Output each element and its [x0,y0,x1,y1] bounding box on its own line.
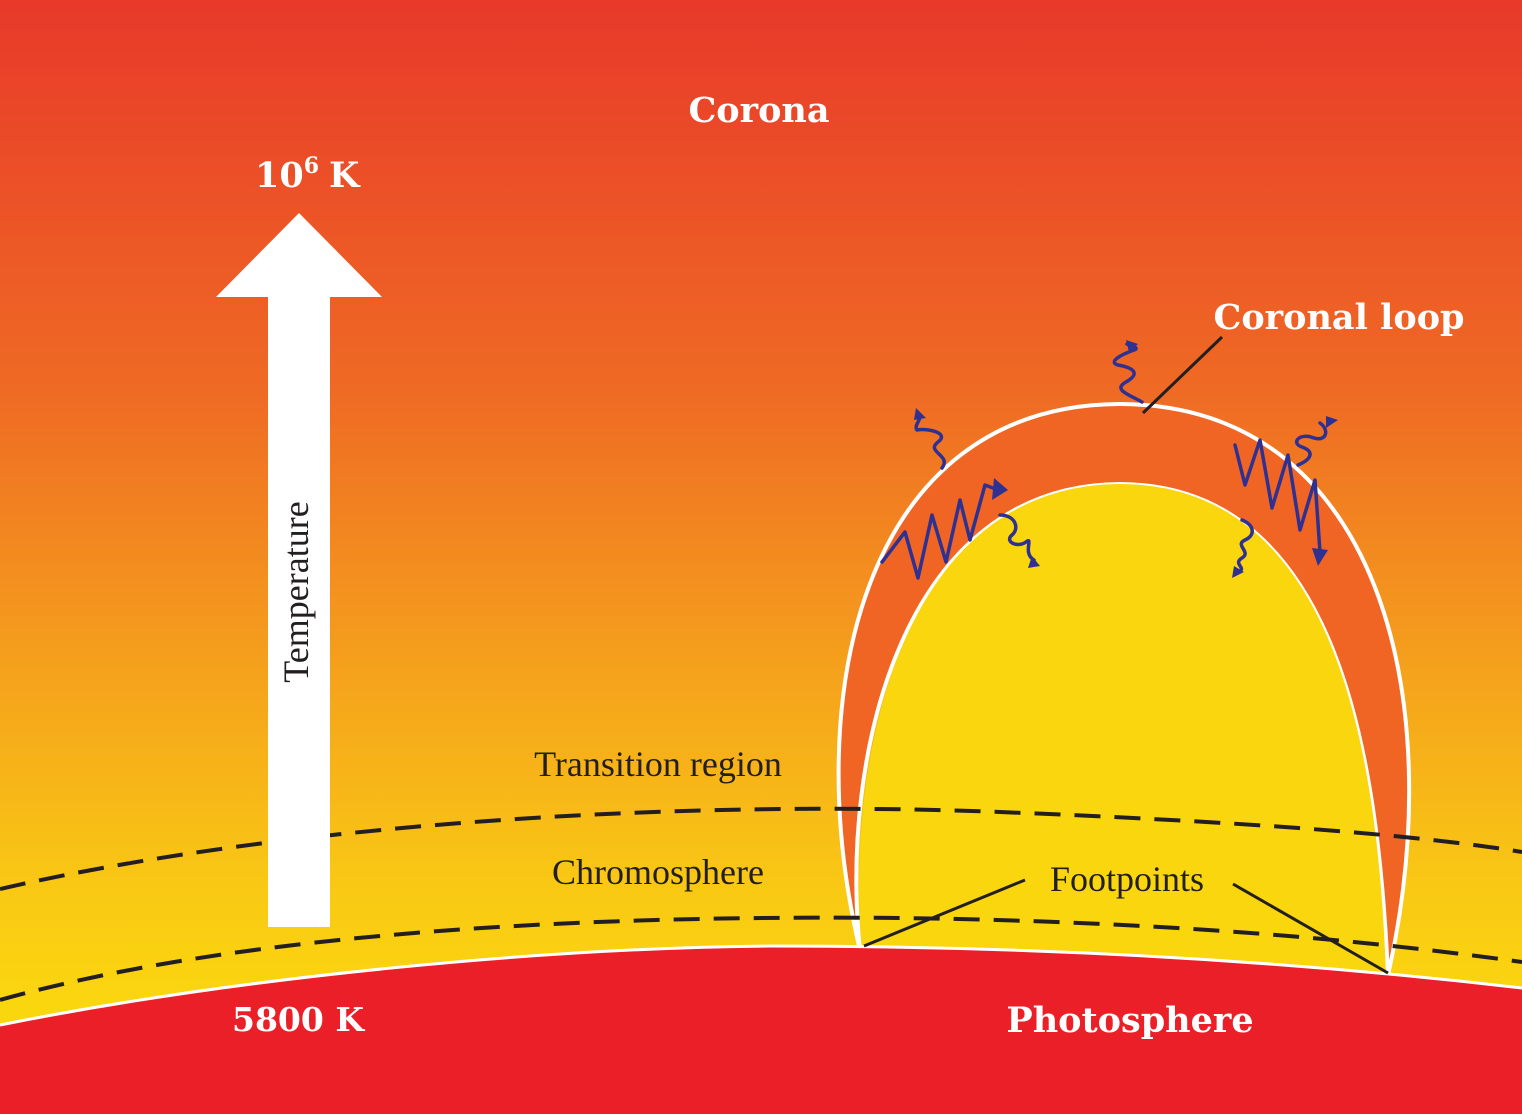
footpoint-leader-right [1232,882,1389,975]
top-temp-exponent: 6 [304,153,319,179]
photosphere-edge [0,944,1522,1027]
corona-label: Corona [688,90,829,131]
wave-arrow [1112,340,1144,404]
footpoint-leader-left [863,878,1026,948]
photosphere-label: Photosphere [1006,1000,1253,1041]
wave-arrow [1232,518,1254,578]
footpoints-label: Footpoints [1050,859,1204,899]
photosphere-surface [0,946,1522,1114]
top-temp-base: 10 [255,155,304,196]
coronal-loop-label: Coronal loop [1213,297,1464,338]
wave-arrow [914,408,946,470]
coronal-loop-leader [1141,335,1224,415]
coronal-loop-interior [859,484,1386,975]
temperature-arrow [216,213,382,927]
wave-arrow [1233,438,1328,566]
chromosphere-boundary [0,915,1522,1002]
wave-arrow [1295,416,1338,467]
wave-arrow [880,478,1008,580]
transition-region-label: Transition region [534,744,782,784]
bottom-temperature-label: 5800 K [232,1000,365,1039]
wave-arrow [998,513,1040,568]
energy-waves [880,340,1338,580]
coronal-loop-band [836,401,1412,976]
chromosphere-label: Chromosphere [552,852,764,892]
top-temp-unit: K [329,155,361,196]
temperature-axis-label: Temperature [276,501,316,682]
transition-region-boundary [0,806,1522,891]
